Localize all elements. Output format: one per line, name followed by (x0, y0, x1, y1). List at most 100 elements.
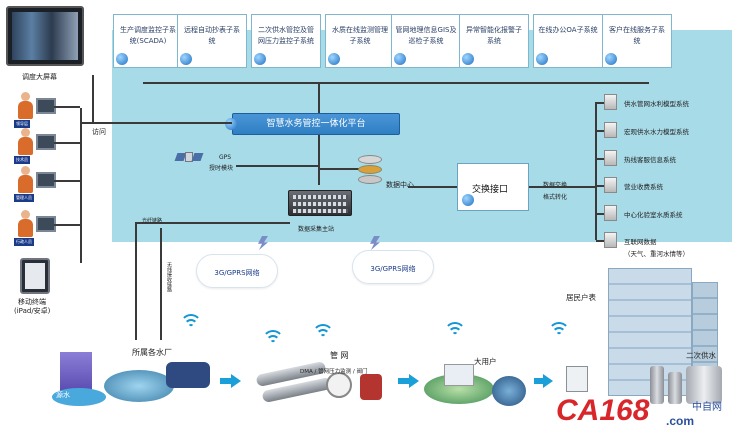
meter-box-icon (566, 366, 588, 392)
user-station: 管理人员 (14, 166, 56, 202)
flow-arrow-1 (231, 374, 241, 388)
platform-title-bar: 智慧水务管控一体化平台 (232, 113, 400, 135)
bracket-tick (596, 158, 604, 160)
server-icon (604, 94, 617, 110)
flow-arrow-3-stem (534, 378, 544, 384)
database-icon (358, 155, 382, 185)
person-icon (18, 166, 33, 194)
data-center-label: 数据中心 (386, 181, 414, 189)
wireless-signal-icon (444, 322, 466, 340)
globe-icon (605, 53, 617, 65)
dispatch-screen (6, 6, 84, 66)
dispatch-screen-label: 调度大屏幕 (22, 73, 57, 81)
pipe-network-illustration (252, 360, 392, 408)
subsystem-label: 在线办公OA子系统 (538, 26, 598, 34)
monitor-icon (36, 216, 56, 232)
external-system-item: 宏观供水水力模型系统 (604, 122, 734, 140)
gps-line (236, 165, 318, 167)
bracket-tick (596, 213, 604, 215)
person-icon (18, 92, 33, 120)
server-icon (604, 205, 617, 221)
water-plant-illustration (52, 344, 212, 408)
exchange-globe-icon (462, 194, 474, 206)
user-link-line (54, 180, 80, 182)
flow-arrow-2-stem (398, 378, 410, 384)
subsystem-box: 远程自动抄表子系统 (177, 14, 247, 68)
fiber-label: 光纤链路 (142, 218, 163, 224)
source-water-label: 源水 (56, 391, 70, 399)
access-line (80, 122, 232, 124)
collector-server-icon (288, 190, 352, 216)
mobile-label: 移动终端 (18, 298, 46, 306)
wireless-signal-icon (312, 324, 334, 342)
datacenter-to-exchange-line (408, 186, 458, 188)
platform-to-collector-line (318, 135, 320, 185)
user-link-line (54, 106, 80, 108)
role-tag: 领导层 (14, 120, 30, 128)
satellite-icon (174, 148, 204, 166)
big-user-illustration (424, 354, 528, 412)
fiber-link-h (135, 222, 290, 224)
platform-globe-icon (225, 118, 237, 130)
watermark-suffix: .com (666, 414, 695, 428)
mobile-terminal-icon (20, 258, 50, 294)
globe-icon (116, 53, 128, 65)
bracket-tick (596, 240, 604, 242)
external-system-label: 热线客服信息系统 (624, 156, 676, 164)
wireless-signal-icon (180, 314, 202, 332)
role-tag: 技术员 (14, 156, 30, 164)
plant-label: 所属各水厂 (132, 348, 172, 357)
flow-arrow-3 (543, 374, 553, 388)
flow-arrow-2 (409, 374, 419, 388)
datacenter-line (318, 168, 360, 170)
role-tag: 行政人员 (14, 238, 34, 246)
bracket-tick (596, 102, 604, 104)
watermark-cn: 中自网 (692, 402, 722, 413)
user-station: 领导层 (14, 92, 56, 128)
wireless-signal-icon (548, 322, 570, 340)
gps-sub-label: 授时模块 (209, 165, 234, 172)
subsystem-label: 二次供水管控及管网压力监控子系统 (258, 26, 314, 45)
bracket-tick (596, 130, 604, 132)
exchange-label: 交换接口 (472, 185, 509, 195)
subsystem-label: 生产调度监控子系统(SCADA) (120, 26, 176, 45)
user-station: 技术员 (14, 128, 56, 164)
mobile-sub-label: (iPad/安卓) (14, 307, 51, 315)
platform-title: 智慧水务管控一体化平台 (266, 119, 366, 129)
gps-label: GPS (219, 154, 232, 161)
globe-icon (394, 53, 406, 65)
resident-meter-label: 居民户表 (566, 293, 596, 302)
role-tag: 管理人员 (14, 194, 34, 202)
server-icon (604, 122, 617, 138)
subsystem-box: 异常智能化报警子系统 (459, 14, 529, 68)
pipe-sub: DMA / 管网压力监测 / 阀门 (300, 369, 368, 375)
bracket-tick (596, 185, 604, 187)
subsystem-label: 客户在线服务子系统 (609, 26, 665, 45)
server-icon (604, 150, 617, 166)
lightning-left-icon (258, 236, 268, 250)
subsystem-label: 异常智能化报警子系统 (466, 26, 522, 45)
subsystem-label: 水质在线监测管理子系统 (332, 26, 388, 45)
external-system-label: 营业收费系统 (624, 183, 663, 191)
external-system-item: 热线客服信息系统 (604, 150, 734, 168)
pipe-title: 管 网 (330, 351, 349, 360)
flow-arrow-1-stem (220, 378, 232, 384)
big-user-label: 大用户 (474, 357, 497, 366)
external-system-item: 营业收费系统 (604, 177, 734, 195)
globe-icon (536, 53, 548, 65)
monitor-icon (36, 134, 56, 150)
watermark-logo: CA168 .com 中自网 (552, 394, 736, 436)
wireless-signal-icon (262, 330, 284, 348)
external-system-item: 中心化验室水质系统 (604, 205, 734, 223)
watermark-brand: CA168 (556, 394, 650, 427)
exchange-to-bracket-line (529, 186, 596, 188)
lightning-right-icon (370, 236, 380, 250)
secondary-supply-equipment (650, 360, 726, 406)
network-cloud-left: 3G/GPRS网络 (196, 254, 278, 288)
access-label: 访问 (92, 128, 106, 136)
globe-icon (180, 53, 192, 65)
left-vertical-line (80, 108, 82, 263)
right-bracket-line (595, 102, 597, 240)
external-system-item: 供水管网水利模型系统 (604, 94, 734, 112)
user-link-line (54, 224, 80, 226)
